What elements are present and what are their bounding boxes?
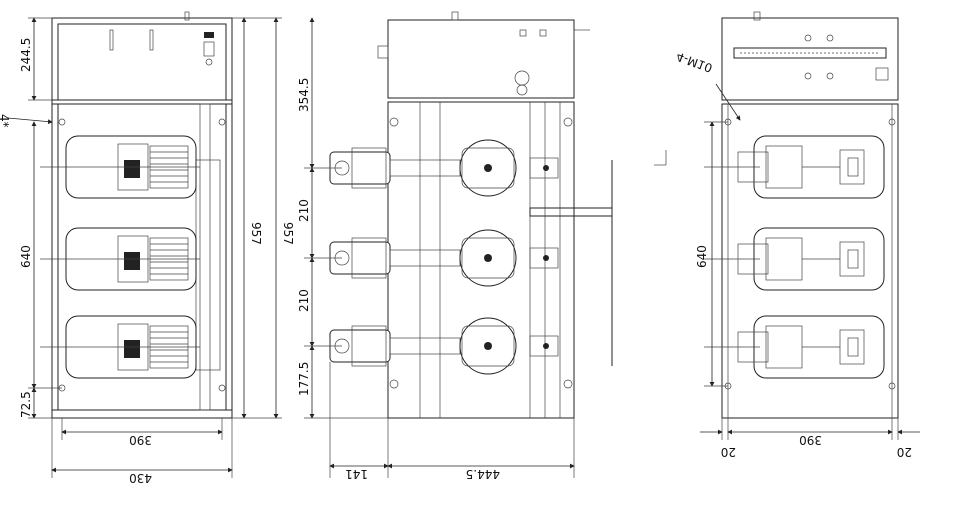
dim-mid-141: 141 <box>345 467 368 481</box>
dim-right-20-left: 20 <box>721 445 736 459</box>
dim-left-height: 957 <box>249 222 263 245</box>
side-pole-1 <box>329 139 559 197</box>
dim-mid-210-b: 210 <box>297 289 311 312</box>
side-pole-3 <box>329 317 559 375</box>
dim-right-640: 640 <box>695 245 709 268</box>
rear-view <box>654 11 920 440</box>
dim-left-height-inner: 957 <box>281 222 295 245</box>
dim-right-390: 390 <box>799 433 822 447</box>
front-view <box>7 11 282 478</box>
dim-mid-354-5: 354.5 <box>297 78 311 112</box>
dim-left-72-5: 72.5 <box>19 391 33 418</box>
dim-right-20-right: 20 <box>897 445 912 459</box>
dim-bolt: 4* <box>0 114 11 128</box>
side-view <box>304 11 613 478</box>
dim-mid-444-5: 444.5 <box>466 467 500 481</box>
side-pole-2 <box>329 229 559 287</box>
dim-left-640: 640 <box>19 245 33 268</box>
dim-mid-210-a: 210 <box>297 199 311 222</box>
dim-left-390: 390 <box>129 433 152 447</box>
dim-left-430: 430 <box>129 471 152 485</box>
dim-mid-177-5: 177.5 <box>297 362 311 396</box>
dim-right-4m10: 4-M10 <box>674 49 714 75</box>
dim-top-height: 244.5 <box>19 38 33 72</box>
